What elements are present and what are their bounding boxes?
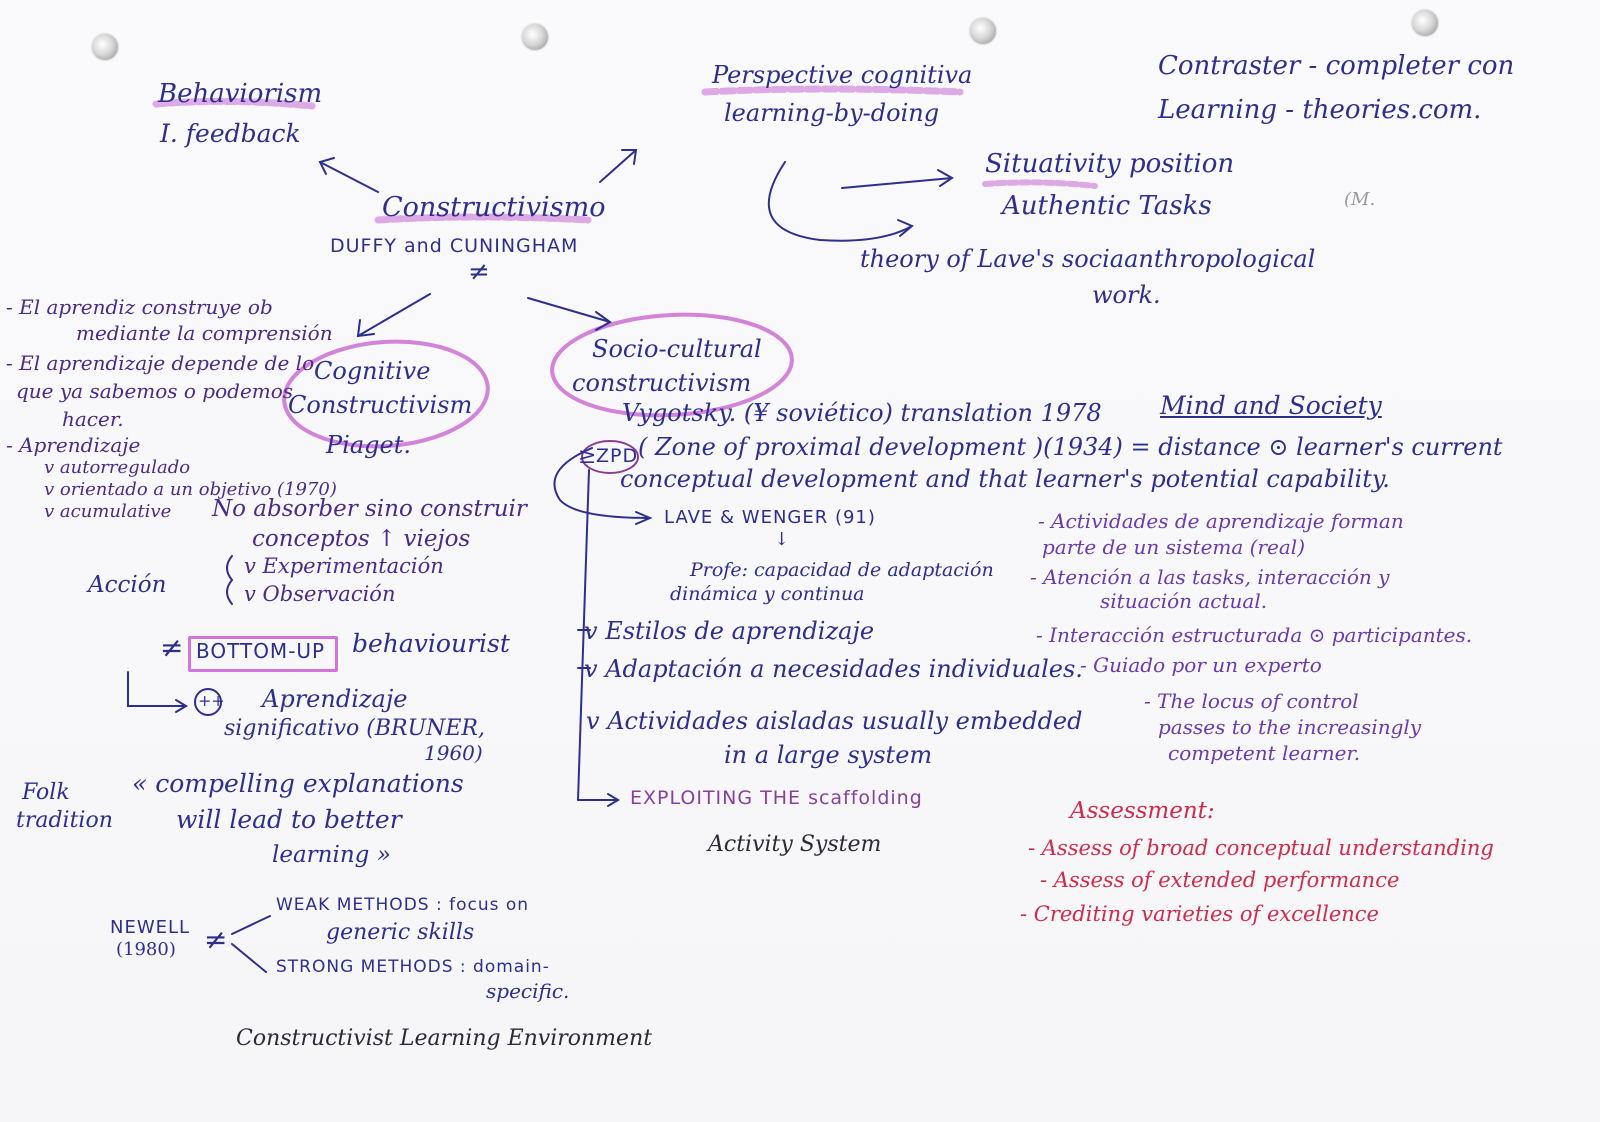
spanish-note-7: v autorregulado <box>44 457 191 478</box>
perspective-subtitle: learning-by-doing <box>724 99 940 127</box>
folk-label: Folk <box>22 780 70 805</box>
large-system: in a large system <box>724 741 933 769</box>
spanish-note-6: - Aprendizaje <box>6 433 141 457</box>
punch-hole-1 <box>92 34 118 60</box>
tradition-label: tradition <box>16 808 113 833</box>
bottom-up-label: BOTTOM-UP <box>196 639 326 663</box>
accion-label: Acción <box>88 572 167 598</box>
absorb-line2: conceptos ↑ viejos <box>252 526 471 552</box>
folk-quote-2: will lead to better <box>176 805 402 834</box>
strong-methods: STRONG METHODS : domain- <box>276 957 550 977</box>
bruner-year: 1960) <box>424 741 483 765</box>
assessment-item-3: - Crediting varieties of excellence <box>1020 902 1379 926</box>
right-note-4: situación actual. <box>1100 589 1268 613</box>
folk-quote-3: learning » <box>272 842 391 868</box>
bottom-up-box <box>188 636 338 672</box>
authentic-tasks: Authentic Tasks <box>1002 191 1212 221</box>
right-note-8: passes to the increasingly <box>1158 715 1422 739</box>
duffy-cuningham: DUFFY and CUNINGHAM <box>330 235 579 257</box>
assessment-title: Assessment: <box>1070 798 1215 824</box>
lave-wenger: LAVE & WENGER (91) <box>664 507 876 528</box>
lave-theory-line2: work. <box>1092 281 1161 309</box>
estilos-aprendizaje: v Estilos de aprendizaje <box>584 617 875 645</box>
right-note-6: - Guiado por un experto <box>1080 653 1322 677</box>
behaviorism-label: Behaviorism <box>158 79 323 109</box>
profe-line2: dinámica y continua <box>670 583 865 605</box>
socio-line2: constructivism <box>572 369 752 397</box>
newell-year: (1980) <box>116 939 176 960</box>
experimentacion-label: v Experimentación <box>244 554 444 578</box>
contrast-note-line1: Contraster - completer con <box>1158 51 1515 81</box>
assessment-item-2: - Assess of extended performance <box>1040 868 1400 892</box>
constructivism-title: Constructivismo <box>382 192 606 223</box>
margin-mark: (M. <box>1344 189 1376 210</box>
behaviourist-label: behaviourist <box>352 629 510 658</box>
not-equal-sign: ≠ <box>468 257 490 287</box>
lave-arrow: ↓ <box>774 529 790 550</box>
adaptacion-necesidades: v Adaptación a necesidades individuales. <box>584 655 1083 683</box>
feedback-label: I. feedback <box>160 119 301 148</box>
cognitive-label: Cognitive <box>314 357 431 385</box>
right-note-9: competent learner. <box>1168 741 1361 765</box>
spanish-note-1: - El aprendiz construye ob <box>6 295 273 319</box>
spanish-note-3: - El aprendizaje depende de lo <box>6 351 315 375</box>
newell-name: NEWELL <box>110 917 191 938</box>
right-note-7: - The locus of control <box>1144 689 1359 713</box>
folk-quote-1: « compelling explanations <box>132 769 464 798</box>
observacion-label: v Observación <box>244 582 396 606</box>
contrast-note-line2: Learning - theories.com. <box>1158 95 1482 125</box>
spanish-note-2: mediante la comprensión <box>76 321 333 345</box>
punch-hole-2 <box>522 24 548 50</box>
right-note-3: - Atención a las tasks, interacción y <box>1030 565 1390 589</box>
cle-caption: Constructivist Learning Environment <box>236 1026 653 1051</box>
socio-line1: Socio-cultural <box>592 335 762 363</box>
mind-and-society: Mind and Society <box>1160 391 1382 420</box>
punch-hole-4 <box>1412 10 1438 36</box>
absorb-line1: No absorber sino construir <box>212 496 527 522</box>
zpd-label: ZPD <box>596 445 639 467</box>
spanish-note-8: v orientado a un objetivo (1970) <box>44 479 337 500</box>
weak-methods: WEAK METHODS : focus on <box>276 895 530 915</box>
zpd-ge: ≥ <box>578 444 597 469</box>
spanish-note-4: que ya sabemos o podemos <box>16 379 294 403</box>
lave-theory-line1: theory of Lave's sociaanthropological <box>860 245 1316 273</box>
piaget-label: Piaget. <box>326 431 411 459</box>
punch-hole-3 <box>970 18 996 44</box>
right-note-5: - Interacción estructurada ⊙ participant… <box>1036 623 1473 647</box>
right-note-2: parte de un sistema (real) <box>1042 535 1305 559</box>
perspective-title: Perspective cognitiva <box>712 61 973 89</box>
bottom-up-neq: ≠ <box>160 631 184 664</box>
newell-neq: ≠ <box>204 923 228 956</box>
generic-skills: generic skills <box>326 920 475 945</box>
actividades-aisladas: v Actividades aisladas usually embedded <box>586 707 1083 735</box>
plus-plus: ++ <box>198 691 225 710</box>
zpd-definition-2: conceptual development and that learner'… <box>620 465 1390 493</box>
right-note-1: - Actividades de aprendizaje forman <box>1038 509 1404 533</box>
profe-line1: Profe: capacidad de adaptación <box>690 559 994 581</box>
activity-system: Activity System <box>708 832 882 857</box>
vygotsky-line: Vygotsky. (¥ soviético) translation 1978 <box>622 399 1102 427</box>
exploiting-scaffolding: EXPLOITING THE scaffolding <box>630 787 923 809</box>
spanish-note-5: hacer. <box>62 407 124 431</box>
constructivism-label: Constructivism <box>288 391 473 419</box>
significativo-bruner: significativo (BRUNER, <box>224 716 485 741</box>
assessment-item-1: - Assess of broad conceptual understandi… <box>1028 836 1494 860</box>
domain-specific: specific. <box>486 979 570 1003</box>
aprendizaje-label: Aprendizaje <box>262 685 408 713</box>
zpd-definition-1: ( Zone of proximal development )(1934) =… <box>638 433 1503 461</box>
situativity-position: Situativity position <box>985 149 1235 179</box>
spanish-note-9: v acumulative <box>44 501 172 522</box>
